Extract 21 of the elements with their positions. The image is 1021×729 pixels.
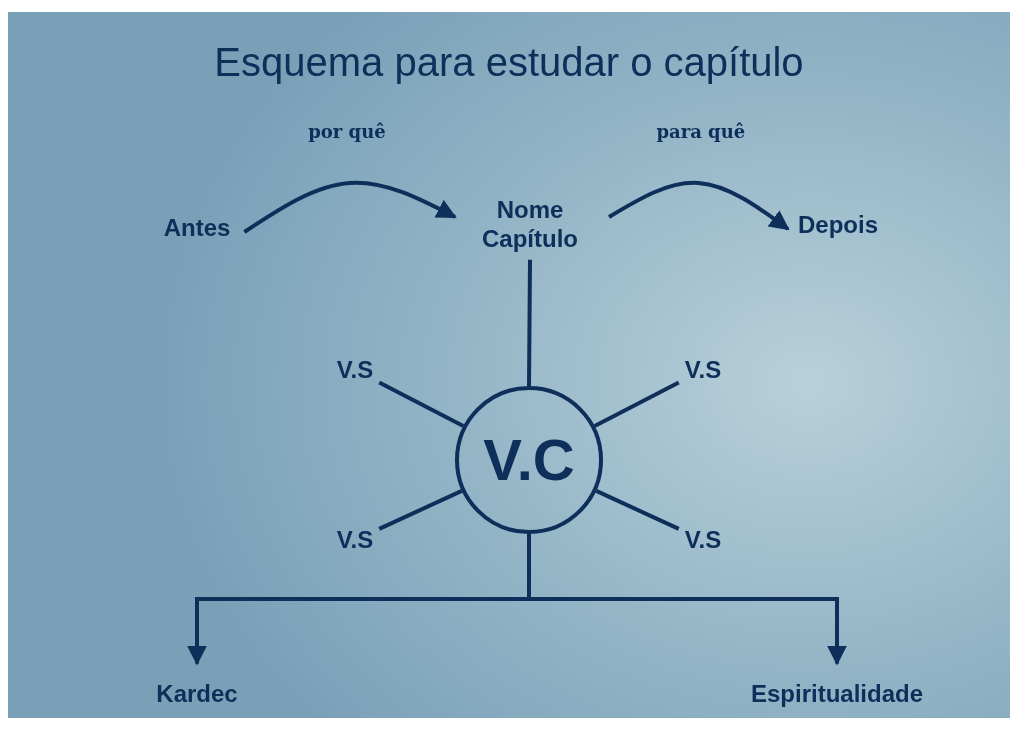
node-label: Depois — [798, 210, 878, 240]
node-label: V.S — [684, 525, 722, 555]
node-label: V.S — [336, 355, 374, 385]
node-label: Espiritualidade — [751, 679, 923, 709]
connector-line — [527, 259, 532, 386]
arrow — [527, 534, 847, 666]
node-label: V.S — [684, 355, 722, 385]
connector-line — [593, 380, 680, 428]
node-label: V.S — [336, 525, 374, 555]
arrow — [243, 180, 457, 234]
arrow — [607, 180, 790, 231]
title: Esquema para estudar o capítulo — [213, 40, 805, 85]
edge-label: para quê — [656, 120, 746, 142]
node-label: Kardec — [156, 679, 238, 709]
connector-line — [595, 489, 680, 531]
node-label: Nome Capítulo — [465, 196, 595, 254]
circle-node: V.C — [455, 386, 603, 534]
connector-line — [378, 380, 465, 428]
node-label: Antes — [163, 213, 231, 243]
connector-line — [378, 489, 463, 531]
edge-label: por quê — [308, 120, 386, 142]
